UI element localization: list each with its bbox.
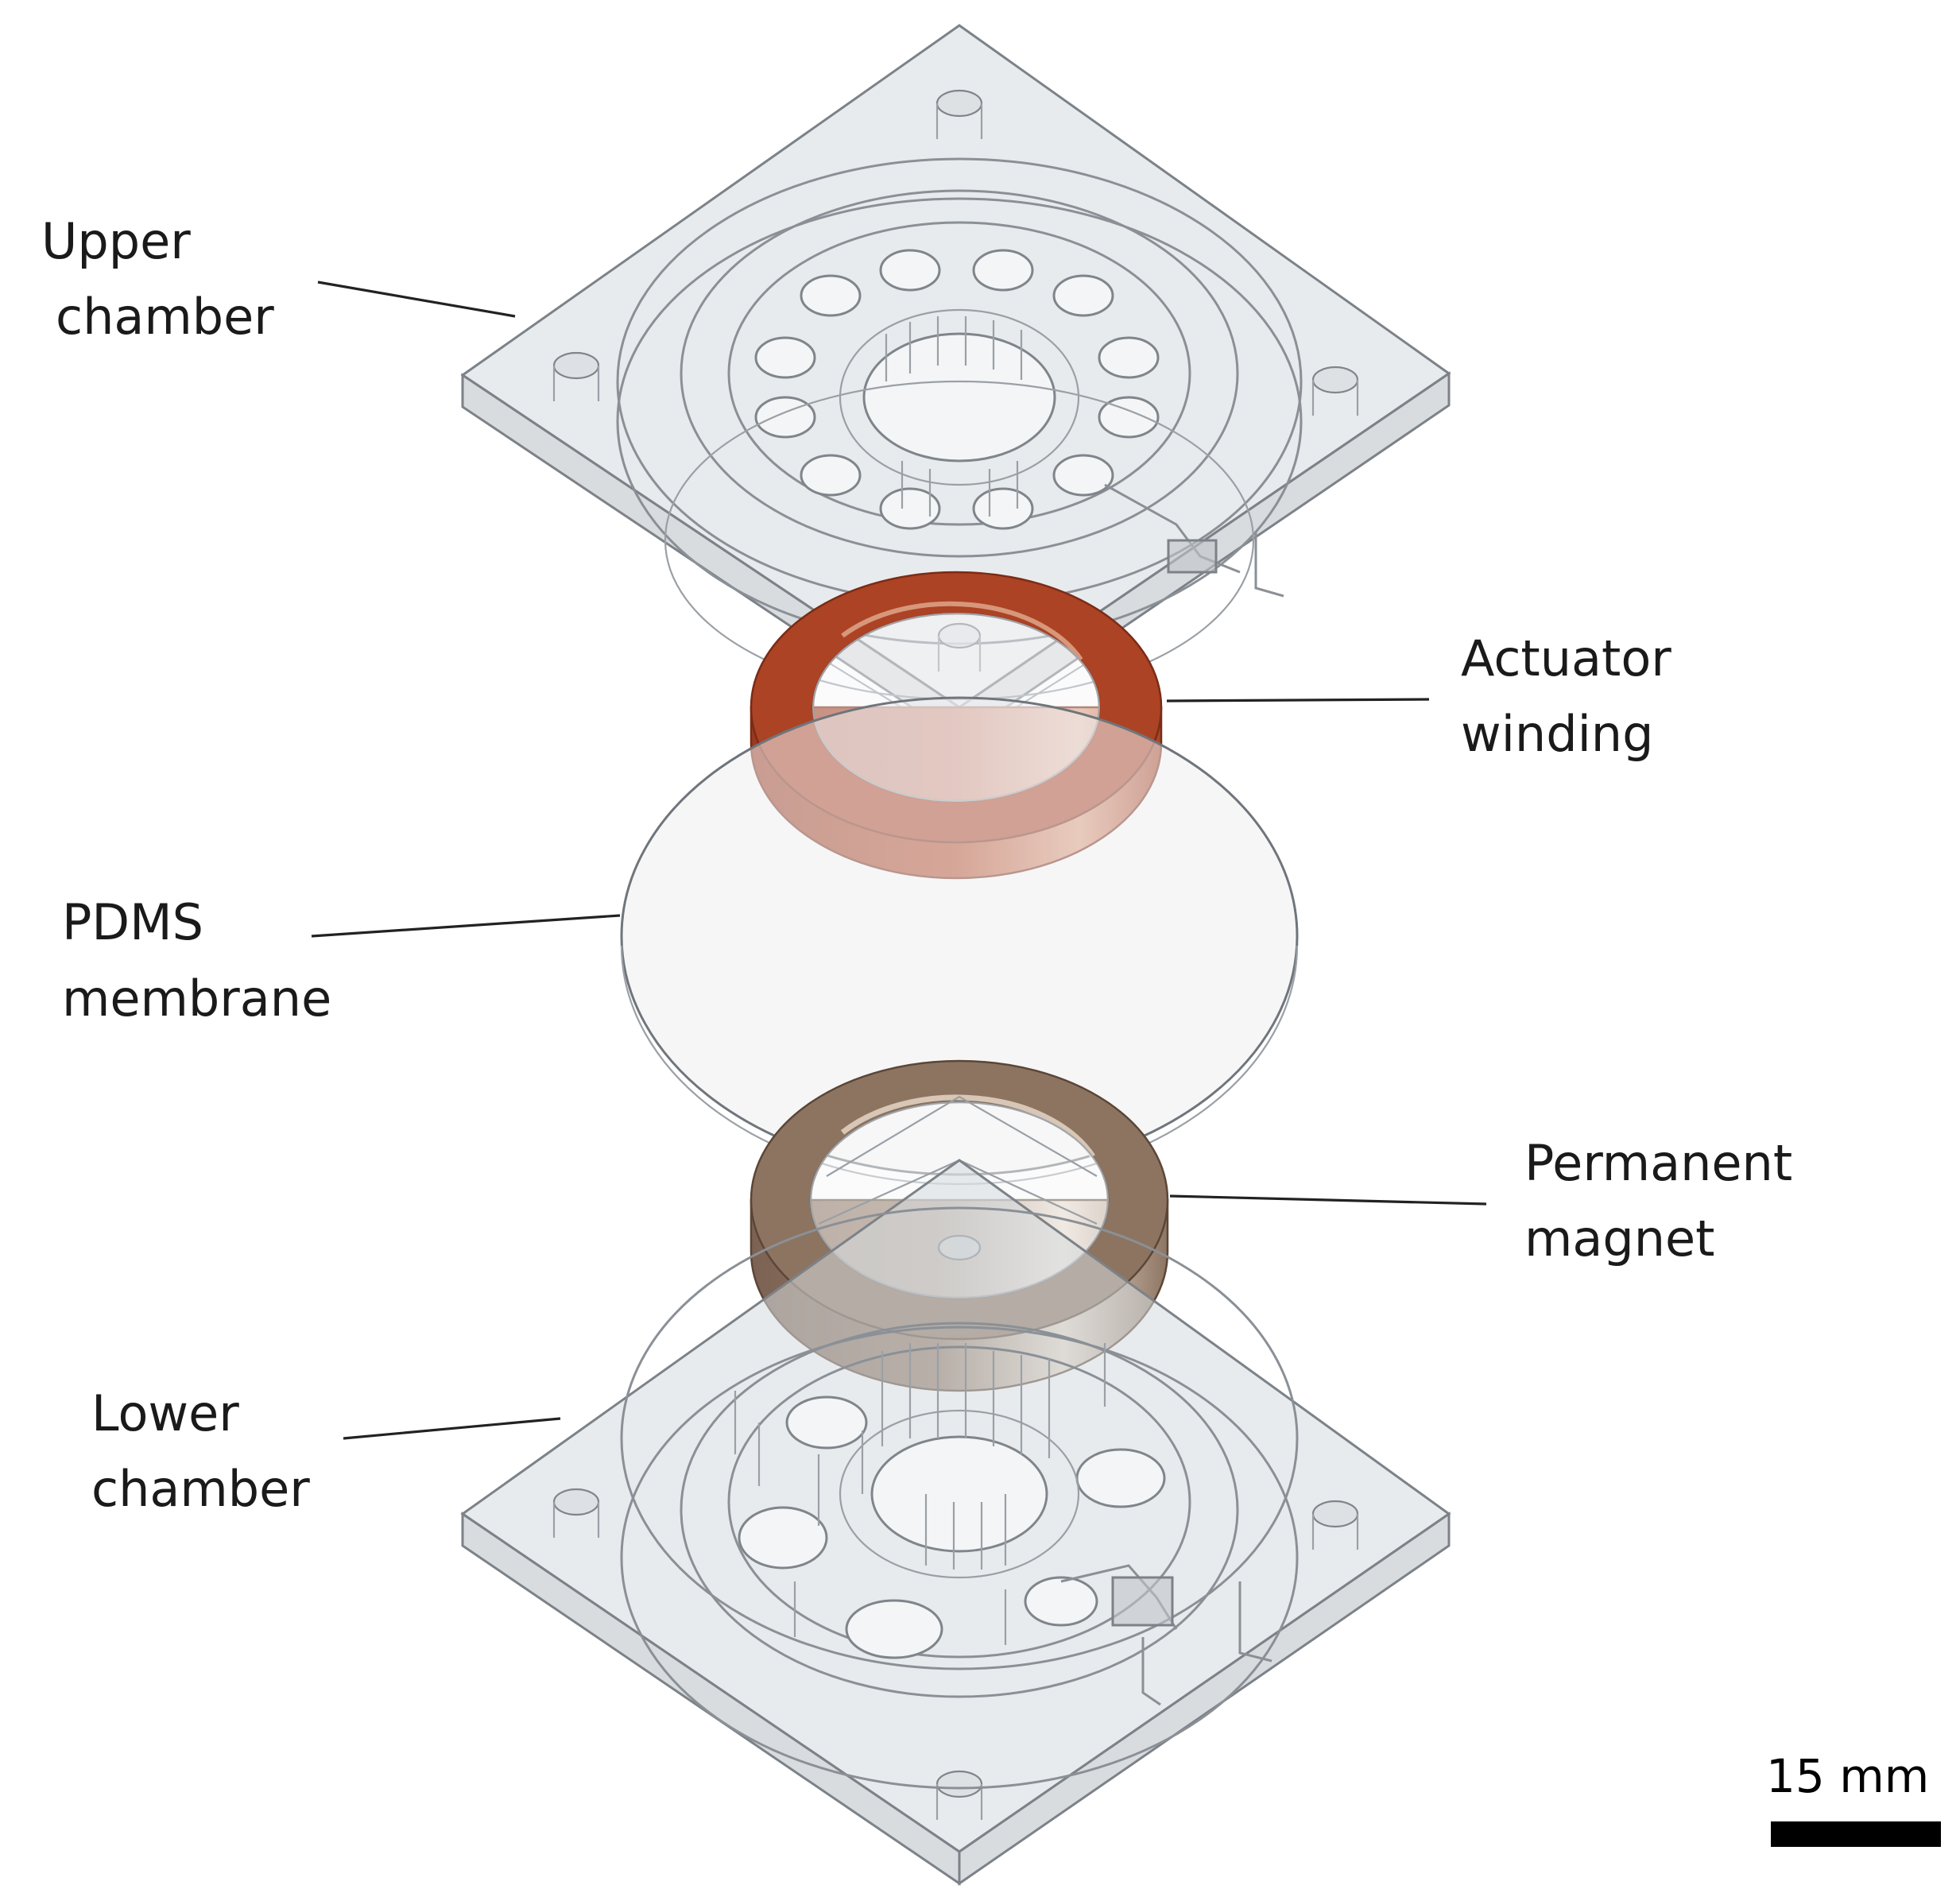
scale-bar-line bbox=[1771, 1821, 1941, 1847]
label-upper-chamber: Upper chamber bbox=[41, 212, 274, 346]
scale-bar: 15 mm bbox=[1766, 1749, 1941, 1847]
label-pdms-membrane: PDMS membrane bbox=[62, 893, 331, 1028]
upper-chamber bbox=[460, 24, 1451, 745]
label-permanent-magnet: Permanent magnet bbox=[1524, 1134, 1808, 1268]
leader-pdms-membrane bbox=[311, 914, 621, 938]
scale-bar-label: 15 mm bbox=[1766, 1749, 1929, 1803]
lower-chamber bbox=[460, 1095, 1451, 1886]
label-actuator-winding: Actuator winding bbox=[1461, 629, 1687, 763]
leader-actuator-winding bbox=[1166, 698, 1430, 703]
leader-upper-chamber bbox=[317, 281, 516, 318]
leader-permanent-magnet bbox=[1169, 1194, 1487, 1206]
label-lower-chamber: Lower chamber bbox=[91, 1384, 310, 1518]
leader-lower-chamber bbox=[343, 1417, 561, 1440]
